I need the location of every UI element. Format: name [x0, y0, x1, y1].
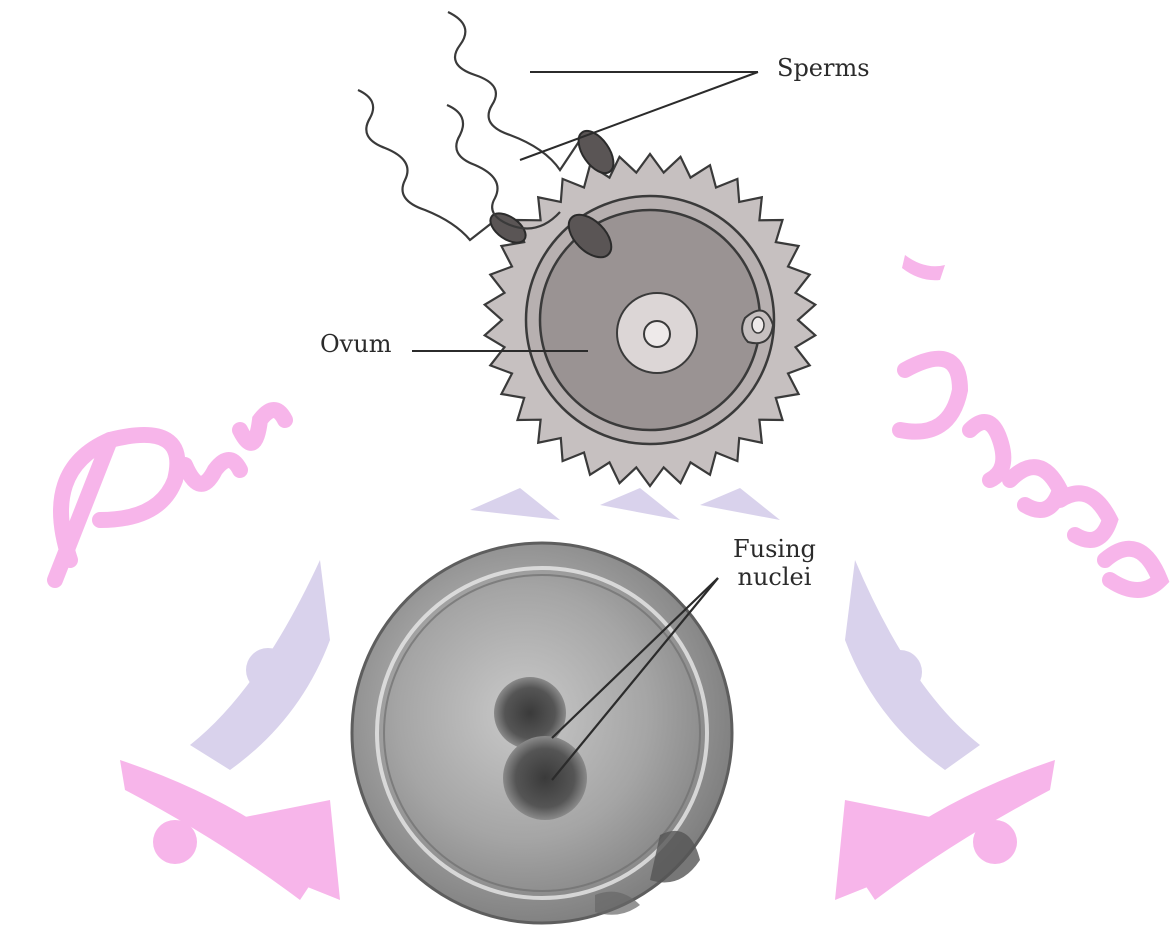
ovum-illustration — [358, 12, 815, 486]
ovum-nucleolus — [644, 321, 670, 347]
logo-lavender-top-band — [470, 488, 780, 520]
ovum-label: Ovum — [320, 330, 391, 358]
polar-body-inner — [752, 317, 764, 333]
logo-lavender-left-head — [246, 648, 290, 692]
logo-pink-right-small — [902, 255, 945, 280]
fusing-nucleus-lower — [503, 736, 587, 820]
sperm-1 — [448, 12, 582, 170]
logo-pink-left-head — [153, 820, 197, 864]
fusing-nuclei-label: Fusing nuclei — [733, 535, 816, 591]
zygote-photograph — [352, 543, 732, 923]
logo-pink-right-head — [973, 820, 1017, 864]
fusing-label-line2: nuclei — [733, 563, 816, 591]
fusing-label-line1: Fusing — [733, 535, 816, 563]
logo-lavender-right-head — [878, 650, 922, 694]
sperms-label: Sperms — [777, 54, 870, 82]
